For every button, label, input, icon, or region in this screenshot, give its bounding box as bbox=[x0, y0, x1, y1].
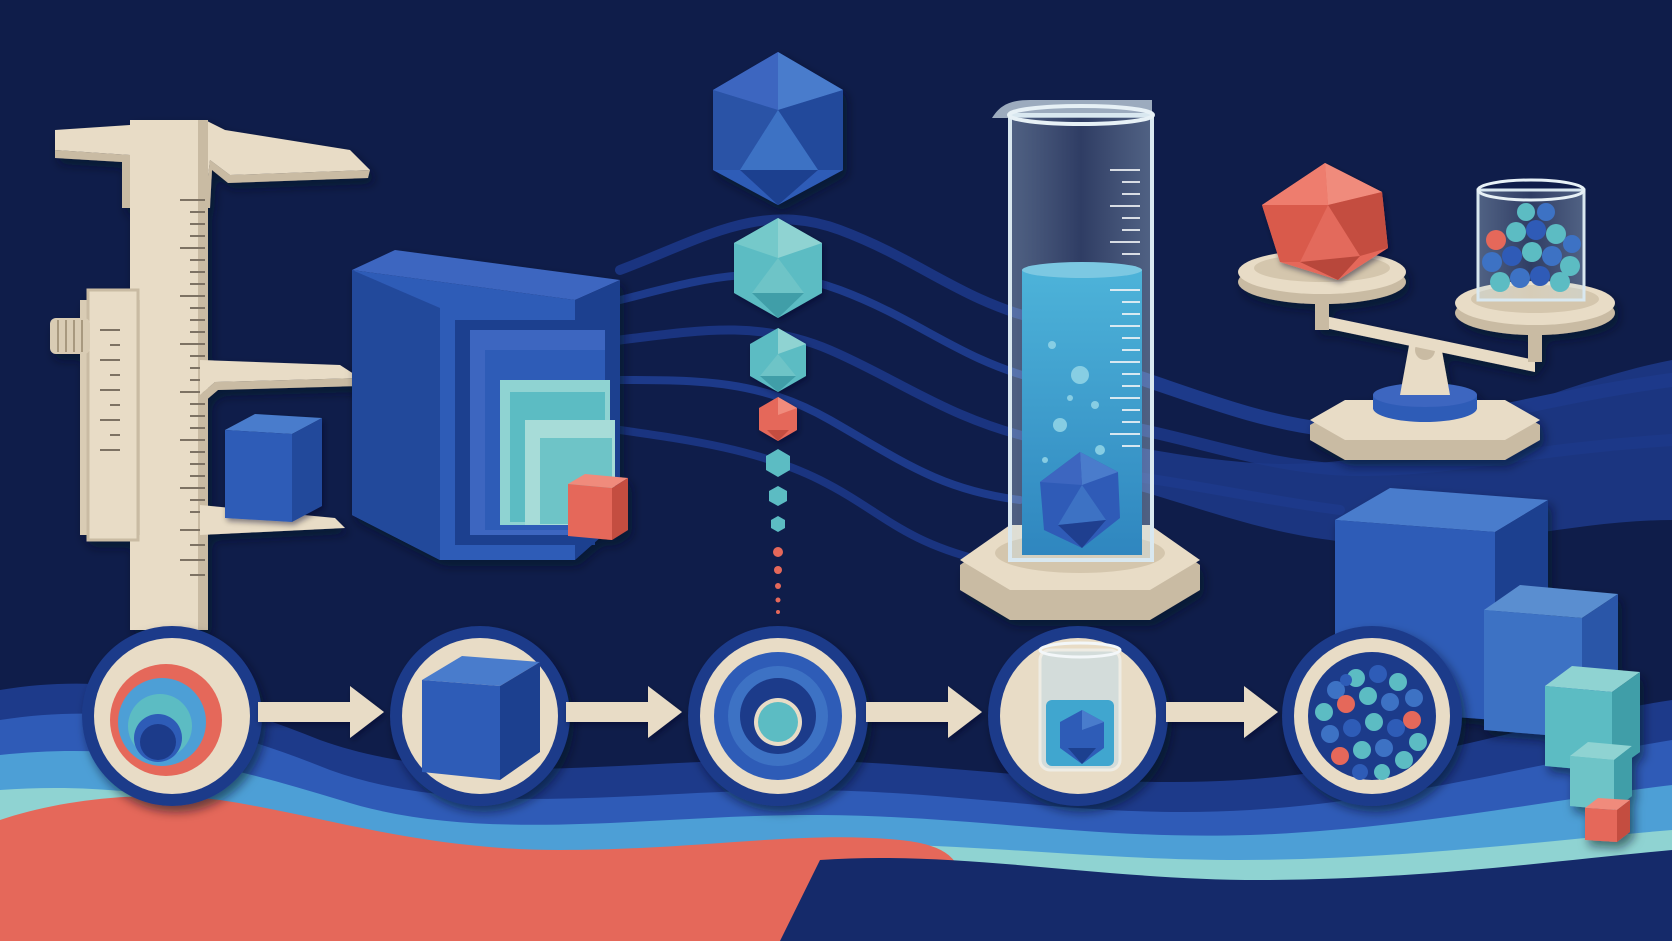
process-step-4 bbox=[988, 626, 1168, 806]
target-icon bbox=[714, 652, 842, 780]
graduated-cylinder-icon bbox=[960, 100, 1200, 620]
icosahedron-icon bbox=[713, 52, 843, 205]
arrow-right-icon bbox=[566, 686, 682, 738]
concentric-circles-icon bbox=[110, 664, 222, 776]
caliper-icon bbox=[50, 120, 370, 630]
arrow-right-icon bbox=[258, 686, 384, 738]
measured-cube-icon bbox=[225, 414, 322, 522]
bottom-waves bbox=[0, 683, 1672, 941]
stacked-cubes-icon bbox=[1335, 488, 1640, 842]
icosahedron-coral-icon bbox=[759, 397, 797, 441]
coral-icosahedron-icon bbox=[1262, 163, 1388, 280]
jar-of-spheres-icon bbox=[1476, 178, 1586, 302]
icosahedron-teal-medium-icon bbox=[750, 328, 806, 392]
process-step-2 bbox=[390, 626, 570, 806]
process-step-3 bbox=[688, 626, 868, 806]
thumb-wheel bbox=[50, 318, 90, 354]
process-step-1 bbox=[82, 626, 262, 806]
submerged-icosahedron-icon bbox=[1040, 452, 1120, 548]
process-step-5 bbox=[1282, 626, 1462, 806]
spheres-cluster-icon bbox=[1308, 652, 1436, 780]
icosahedron-teal-large-icon bbox=[734, 218, 822, 318]
arrow-right-icon bbox=[866, 686, 982, 738]
beaker-icon bbox=[1038, 641, 1122, 772]
cube-icon bbox=[422, 656, 540, 780]
nested-cubes-icon bbox=[352, 250, 628, 560]
arrow-right-icon bbox=[1166, 686, 1278, 738]
sphere-pile bbox=[1482, 203, 1581, 292]
icosahedron-small-icons bbox=[766, 449, 790, 614]
